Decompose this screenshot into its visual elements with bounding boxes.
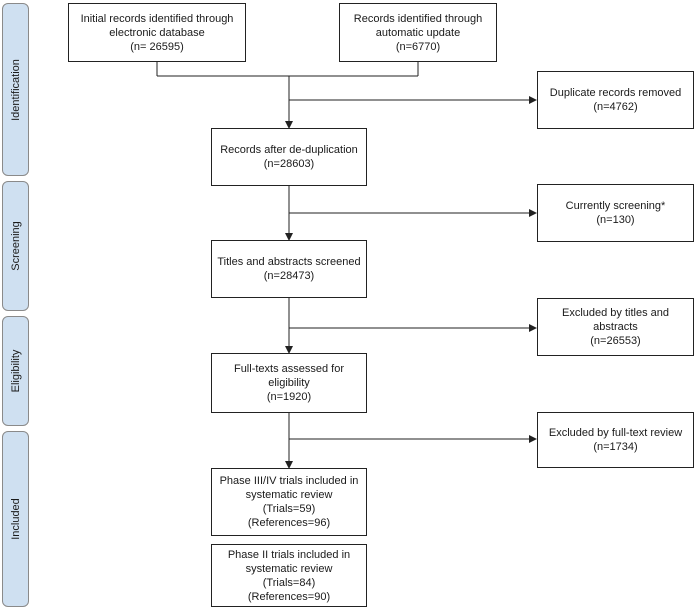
phase34-trials: (Trials=59) (262, 503, 316, 515)
excluded-titles-line2: abstracts (593, 321, 638, 333)
phase2-line1: Phase II trials included in (227, 548, 351, 561)
titles-abstracts-count: (n=28473) (263, 270, 315, 282)
duplicates-removed-label: Duplicate records removed (549, 87, 682, 99)
duplicates-removed-count: (n=4762) (593, 101, 638, 113)
excluded-titles-box: Excluded by titles and abstracts (n=2655… (537, 298, 694, 356)
initial-records-box: Initial records identified through elect… (68, 3, 246, 62)
excluded-fulltext-count: (n=1734) (593, 441, 638, 453)
currently-screening-box: Currently screening* (n=130) (537, 184, 694, 242)
automatic-update-box: Records identified through automatic upd… (339, 3, 497, 62)
excluded-fulltext-box: Excluded by full-text review (n=1734) (537, 412, 694, 468)
phase-screening: Screening (2, 181, 29, 311)
titles-abstracts-label: Titles and abstracts screened (217, 256, 361, 268)
phase2-included-box: Phase II trials included in systematic r… (211, 544, 367, 607)
fulltext-assessed-line1: Full-texts assessed for (233, 363, 345, 375)
phase-identification: Identification (2, 3, 29, 176)
automatic-update-line1: Records identified through (353, 12, 483, 25)
currently-screening-count: (n=130) (596, 214, 635, 226)
phase34-line1: Phase III/IV trials included in (219, 475, 359, 487)
deduplicated-records-label: Records after de-duplication (220, 144, 358, 156)
phase-eligibility: Eligibility (2, 316, 29, 426)
deduplicated-records-box: Records after de-duplication (n=28603) (211, 128, 367, 186)
titles-abstracts-box: Titles and abstracts screened (n=28473) (211, 240, 367, 298)
initial-records-line2: electronic database (109, 26, 205, 39)
automatic-update-line2: automatic update (375, 26, 461, 39)
phase34-included-box: Phase III/IV trials included in systemat… (211, 468, 367, 536)
automatic-update-count: (n=6770) (395, 40, 441, 53)
phase2-references: (References=90) (247, 590, 331, 603)
fulltext-assessed-line2: eligibility (268, 377, 310, 389)
currently-screening-label: Currently screening* (565, 200, 666, 212)
initial-records-line1: Initial records identified through (80, 12, 234, 25)
phase34-references: (References=96) (247, 517, 331, 529)
excluded-fulltext-label: Excluded by full-text review (548, 427, 683, 439)
fulltext-assessed-count: (n=1920) (266, 391, 312, 403)
phase-included: Included (2, 431, 29, 607)
phase2-trials: (Trials=84) (262, 576, 316, 589)
excluded-titles-count: (n=26553) (590, 335, 641, 347)
phase34-line2: systematic review (245, 489, 333, 501)
fulltext-assessed-box: Full-texts assessed for eligibility (n=1… (211, 353, 367, 413)
excluded-titles-line1: Excluded by titles and (561, 307, 669, 319)
initial-records-count: (n= 26595) (130, 40, 184, 53)
deduplicated-records-count: (n=28603) (263, 158, 315, 170)
phase2-line2: systematic review (245, 562, 333, 575)
duplicates-removed-box: Duplicate records removed (n=4762) (537, 71, 694, 129)
